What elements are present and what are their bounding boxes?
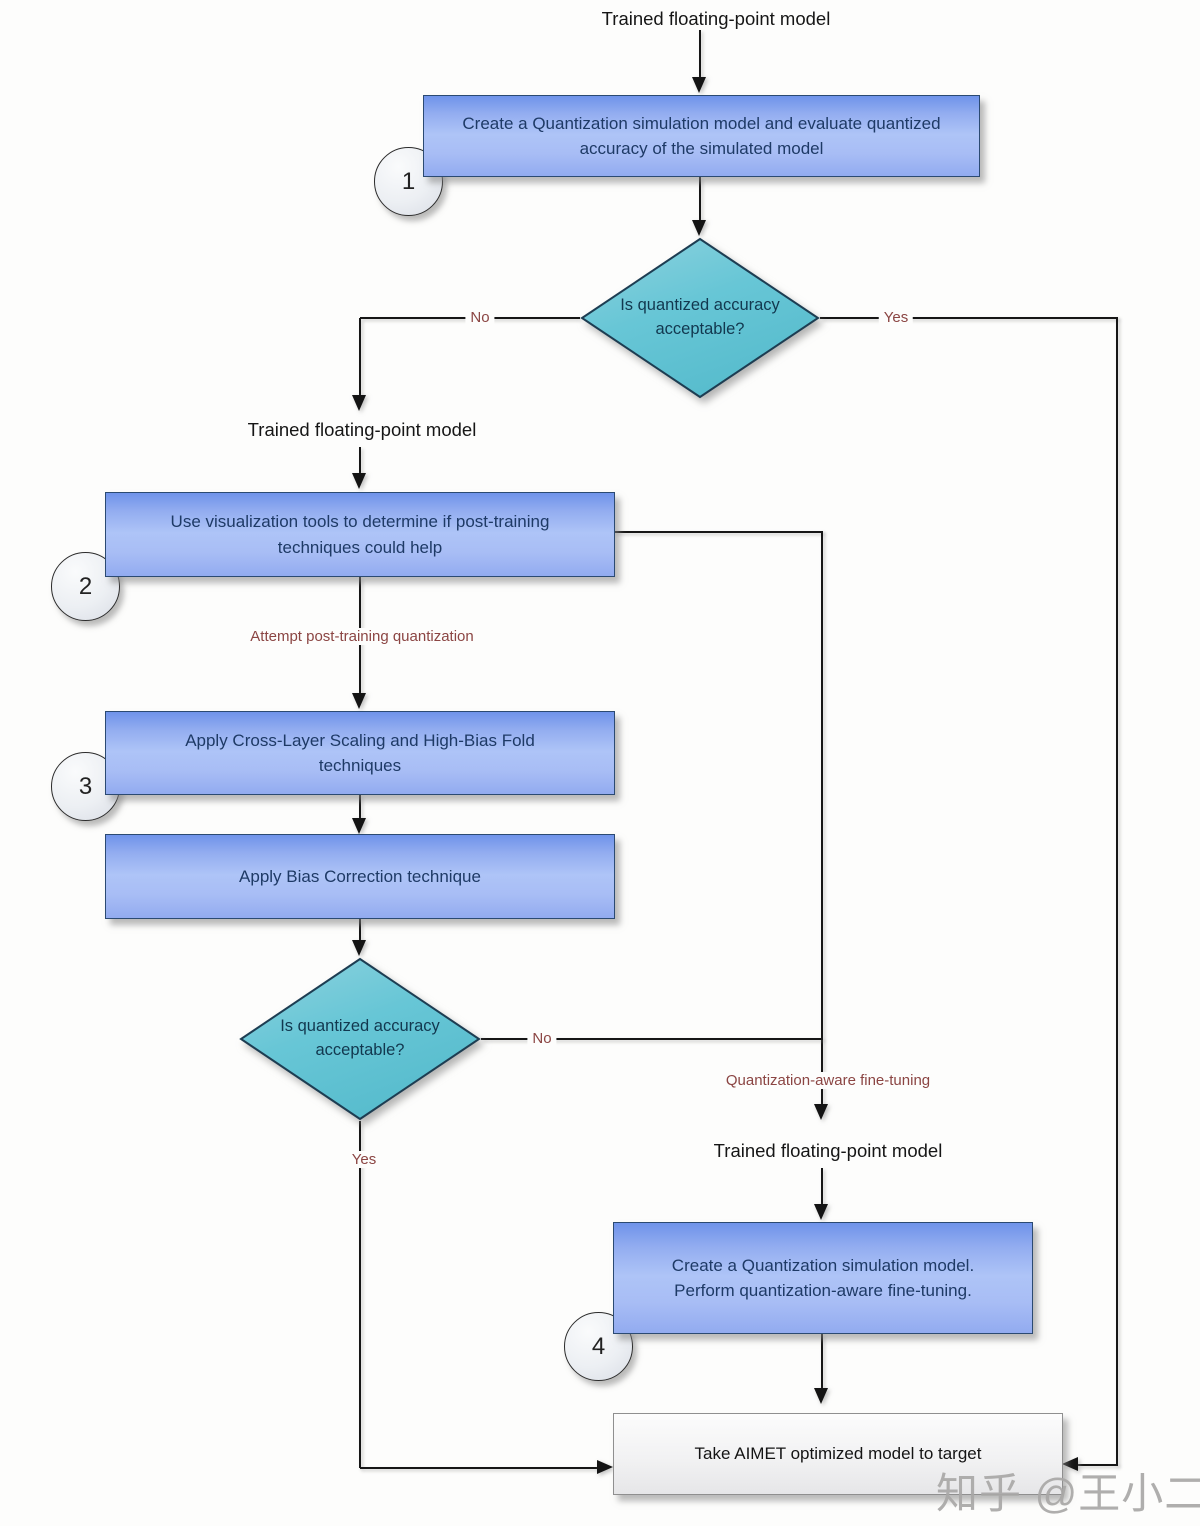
badge-number: 3 — [78, 772, 93, 800]
label-trained-fp-model-left: Trained floating-point model — [247, 419, 477, 440]
arrowhead-down-icon — [352, 473, 366, 489]
step2-box: Use visualization tools to determine if … — [105, 492, 615, 577]
step3-box: Apply Cross-Layer Scaling and High-Bias … — [105, 711, 615, 795]
arrowhead-down-icon — [692, 77, 706, 93]
connector-qat-vertical — [821, 531, 823, 1105]
connector-yes1-vertical — [1116, 317, 1118, 1466]
step4-box: Apply Bias Correction technique — [105, 834, 615, 919]
badge-number: 1 — [401, 167, 416, 195]
connector-yes1-horizontal — [820, 317, 1118, 319]
connector-yes1-into-final — [1078, 1464, 1118, 1466]
connector-step2-right — [614, 531, 823, 533]
decision1-text: Is quantized accuracy acceptable? — [620, 296, 780, 338]
connector-step3-step4 — [359, 795, 361, 819]
arrowhead-down-icon — [814, 1388, 828, 1404]
decision2-text: Is quantized accuracy acceptable? — [280, 1017, 440, 1059]
arrowhead-down-icon — [814, 1104, 828, 1120]
edge-label-no2: No — [527, 1030, 557, 1047]
diamond-shape-icon — [239, 957, 481, 1121]
connector-no1-vertical — [359, 318, 361, 396]
connector-step5-final — [821, 1334, 823, 1389]
badge-number: 4 — [591, 1332, 606, 1360]
connector-yes2-into-final — [360, 1467, 597, 1469]
diamond-shape-icon — [580, 237, 820, 399]
arrowhead-down-icon — [814, 1204, 828, 1220]
label-trained-fp-model-right: Trained floating-point model — [713, 1140, 943, 1161]
decision2-diamond: Is quantized accuracy acceptable? — [239, 957, 481, 1121]
step5-box: Create a Quantization simulation model. … — [613, 1222, 1033, 1334]
connector-yes2-vertical — [359, 1121, 361, 1468]
connector-no2-horizontal — [481, 1038, 823, 1040]
arrowhead-down-icon — [352, 693, 366, 709]
connector-fpleft-step2 — [359, 447, 361, 474]
connector-start-step1 — [699, 30, 701, 78]
connector-step1-decision1 — [699, 177, 701, 221]
label-trained-fp-model-top: Trained floating-point model — [601, 8, 831, 29]
decision1-diamond: Is quantized accuracy acceptable? — [580, 237, 820, 399]
edge-label-no1: No — [465, 309, 495, 326]
edge-label-qat: Quantization-aware fine-tuning — [720, 1072, 936, 1089]
final-box: Take AIMET optimized model to target — [613, 1413, 1063, 1495]
edge-label-yes1: Yes — [878, 309, 914, 326]
arrowhead-down-icon — [352, 818, 366, 834]
connector-step4-decision2 — [359, 919, 361, 941]
badge-number: 2 — [78, 572, 93, 600]
step1-box: Create a Quantization simulation model a… — [423, 95, 980, 177]
arrowhead-down-icon — [692, 220, 706, 236]
arrowhead-right-icon — [597, 1460, 613, 1474]
zhihu-watermark: 知乎 @王小二 — [936, 1470, 1200, 1517]
arrowhead-down-icon — [352, 940, 366, 956]
arrowhead-left-icon — [1062, 1457, 1078, 1471]
edge-label-yes2: Yes — [346, 1151, 382, 1168]
connector-fpright-step5 — [821, 1168, 823, 1205]
edge-label-attempt-ptq: Attempt post-training quantization — [245, 628, 479, 645]
arrowhead-down-icon — [352, 395, 366, 411]
